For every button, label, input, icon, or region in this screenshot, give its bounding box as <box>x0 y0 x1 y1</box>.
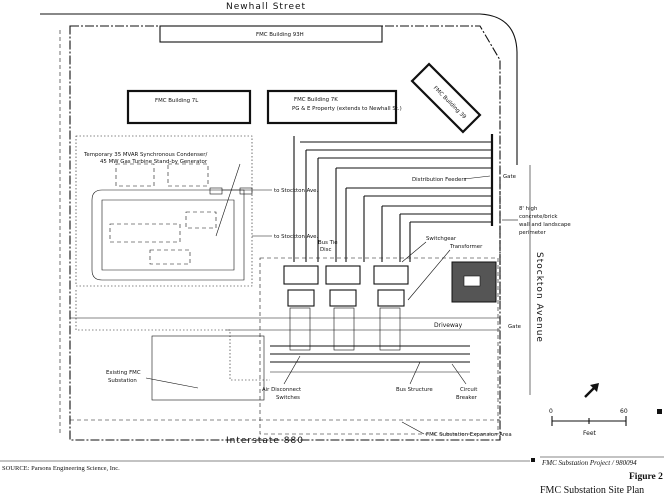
interstate-880-label: Interstate 880 <box>226 436 304 446</box>
building-39 <box>410 62 482 134</box>
transformer-label: Transformer <box>449 244 483 250</box>
distribution-feeder-5 <box>335 167 492 262</box>
equipment-box-6 <box>209 187 223 195</box>
equipment-box-1 <box>115 163 155 187</box>
air-disconnect-leader <box>283 355 301 385</box>
transformer-2 <box>329 289 357 307</box>
figure-caption: FMC Substation Site Plan <box>540 485 644 496</box>
property-boundary <box>69 25 501 441</box>
distribution-feeder-6 <box>345 187 492 262</box>
pge-property-label: PG & E Property (extends to Newhall St.) <box>292 106 402 112</box>
north-arrow-icon <box>584 383 599 398</box>
turbine-leader <box>215 163 241 237</box>
existing-building-inner <box>463 275 481 287</box>
scale-unit-label: Feet <box>583 430 597 437</box>
scale-bar <box>551 416 627 426</box>
expansion-area-label: FMC Substation Expansion Area <box>426 432 512 438</box>
equipment-box-4 <box>185 211 217 229</box>
expansion-area-leader <box>401 421 425 435</box>
bus-tie-label: Bus Tie <box>318 240 338 246</box>
turbine-area-outline <box>75 135 253 287</box>
existing-substation-label-1: Existing FMC <box>106 370 141 376</box>
scale-end-marker <box>657 409 662 414</box>
bus-structure-leader <box>409 361 421 385</box>
circuit-breaker-label-2: Breaker <box>456 395 478 401</box>
building-39-label: FMC Building 39 <box>432 85 468 121</box>
building-93h <box>159 25 383 43</box>
distribution-feeder-4 <box>317 157 492 262</box>
equipment-box-7 <box>239 187 253 195</box>
turbine-label: 45 MW Gas Turbine Stand-by Generator <box>100 159 208 165</box>
distribution-feeder-8 <box>381 205 492 262</box>
source-credit: SOURCE: Parsons Engineering Science, Inc… <box>2 465 120 472</box>
transformer-pad-1 <box>289 307 311 351</box>
switchgear-3 <box>373 265 409 285</box>
circuit-breaker-label-1: Circuit <box>460 387 477 393</box>
air-disconnect-label-1: Air Disconnect <box>262 387 301 393</box>
scale-zero-label: 0 <box>549 408 553 415</box>
footer-rule-marker <box>531 458 535 462</box>
wall-label-2: concrete/brick <box>519 214 558 220</box>
gate-label-2: Gate <box>508 324 522 330</box>
west-site-outline <box>75 290 270 381</box>
building-7k <box>266 89 398 125</box>
wall-label-3: wall and landscape <box>519 222 571 228</box>
existing-substation-leader <box>145 377 199 389</box>
distribution-feeder-9 <box>399 213 492 262</box>
building-7l <box>126 89 252 125</box>
transformer-pad-2 <box>333 307 355 351</box>
to-stockton-label-2: to Stockton Ave. <box>274 234 318 240</box>
wall-label-4: perimeter <box>519 230 546 236</box>
disc-label: Disc <box>320 247 331 253</box>
turbine-pad-inner <box>101 199 235 271</box>
distribution-feeder-7 <box>363 195 492 262</box>
project-name: FMC Substation Project / 980094 <box>541 459 637 467</box>
transformer-1 <box>287 289 315 307</box>
circuit-breaker-leader <box>451 363 467 385</box>
building-93h-label: FMC Building 93H <box>256 32 304 38</box>
switchgear-1 <box>283 265 319 285</box>
distribution-feeders-label: Distribution Feeders <box>412 177 467 183</box>
transformer-pad-3 <box>379 307 401 351</box>
equipment-box-3 <box>109 223 181 243</box>
newhall-street-curb <box>40 13 518 165</box>
switchgear-label: Switchgear <box>426 236 457 242</box>
switchgear-2 <box>325 265 361 285</box>
building-7l-label: FMC Building 7L <box>155 98 198 104</box>
air-disconnect-label-2: Switches <box>276 395 300 401</box>
expansion-area-outline <box>259 257 499 435</box>
turbine-pad <box>91 189 245 281</box>
bus-structure-label: Bus Structure <box>396 387 433 393</box>
condenser-label: Temporary 35 MVAR Synchronous Condenser/ <box>83 152 207 158</box>
switchgear-leader <box>401 241 427 263</box>
newhall-street-label: Newhall Street <box>226 2 306 12</box>
figure-number: Figure 2 <box>629 472 663 482</box>
equipment-box-5 <box>149 249 191 265</box>
transformer-leader <box>407 249 451 301</box>
wall-label-1: 8' high <box>519 206 537 212</box>
to-stockton-label-1: to Stockton Ave. <box>274 188 318 194</box>
scale-sixty-label: 60 <box>620 408 628 415</box>
driveway-label: Driveway <box>434 322 463 329</box>
distribution-feeders-leader <box>463 175 491 180</box>
existing-substation <box>151 335 265 401</box>
stockton-avenue-label: Stockton Avenue <box>534 252 544 343</box>
transformer-3 <box>377 289 405 307</box>
distribution-feeder-3 <box>305 149 492 262</box>
building-7k-label: FMC Building 7K <box>294 97 338 103</box>
existing-substation-label-2: Substation <box>108 378 137 384</box>
gate-label-1: Gate <box>503 174 517 180</box>
distribution-feeder-10 <box>409 221 492 262</box>
equipment-box-2 <box>167 163 209 187</box>
